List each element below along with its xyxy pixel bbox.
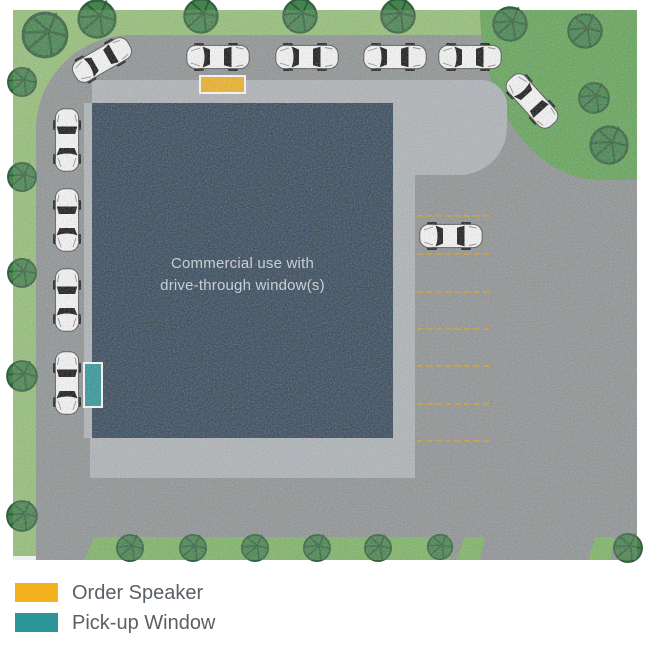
- stall-line: [417, 403, 489, 405]
- stall-line: [417, 291, 489, 293]
- pickup-window-marker: [83, 362, 103, 408]
- legend-row-order-speaker: Order Speaker: [15, 581, 415, 604]
- order-speaker-marker: [199, 75, 246, 94]
- building-label: Commercial use with drive-through window…: [160, 253, 325, 297]
- stall-line: [417, 365, 489, 367]
- pickup-window-label: Pick-up Window: [72, 611, 216, 634]
- grass-strip-bottom: [85, 537, 450, 560]
- building-label-line1: Commercial use with: [170, 254, 314, 272]
- order-speaker-swatch: [15, 583, 58, 602]
- sidewalk-right-strip: [393, 175, 415, 478]
- grass-strip-top: [13, 10, 483, 35]
- stall-line: [417, 328, 489, 330]
- legend-row-pickup-window: Pick-up Window: [15, 611, 415, 634]
- order-speaker-label: Order Speaker: [72, 581, 204, 604]
- pickup-window-swatch: [15, 613, 58, 632]
- commercial-building: Commercial use with drive-through window…: [92, 103, 393, 438]
- legend: Order Speaker Pick-up Window: [15, 583, 415, 643]
- sidewalk-bottom-strip: [90, 438, 415, 478]
- stall-line: [417, 253, 489, 255]
- grass-strip-left: [13, 10, 36, 556]
- building-label-line2: drive-through window(s): [160, 276, 325, 294]
- stall-line: [417, 215, 489, 217]
- stall-line: [417, 440, 489, 442]
